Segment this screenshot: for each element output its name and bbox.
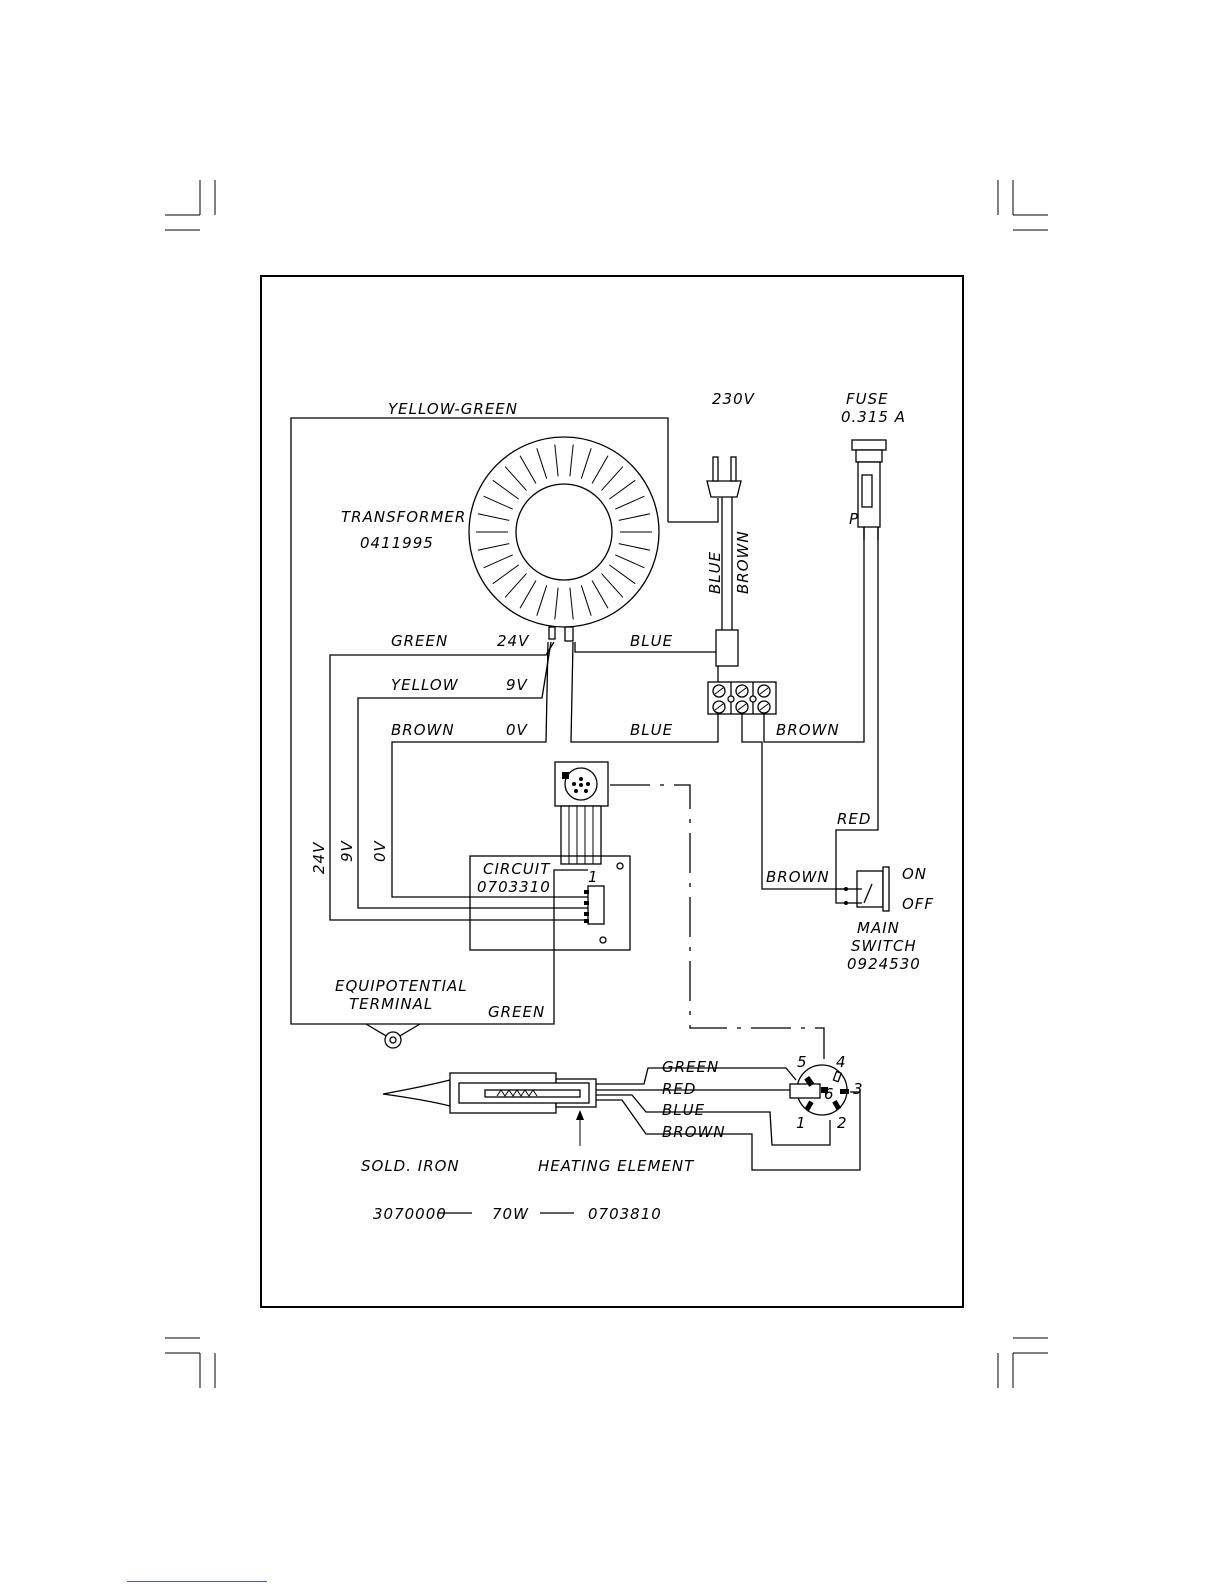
label-fuse-p: P [849, 510, 859, 528]
label-24v: 24V [497, 632, 530, 650]
label-transformer: TRANSFORMER [341, 508, 466, 526]
label-0v: 0V [506, 721, 529, 739]
transformer-symbol [469, 437, 659, 641]
label-plug-blue: BLUE [706, 551, 724, 594]
transformer-winding-spoke [493, 480, 519, 499]
transformer-winding-spoke [615, 496, 644, 509]
transformer-winding-spoke [602, 574, 623, 598]
label-230v: 230V [712, 390, 756, 408]
label-pin-2: 2 [837, 1114, 848, 1132]
label-blue-top: BLUE [630, 632, 673, 650]
label-sold-iron: SOLD. IRON [361, 1157, 460, 1175]
label-plug-brown: BROWN [734, 530, 752, 594]
label-heating-element: HEATING ELEMENT [538, 1157, 695, 1175]
label-pin-6: 6 [824, 1085, 835, 1103]
transformer-winding-spoke [581, 448, 591, 478]
terminal-block-symbol [708, 682, 776, 714]
transformer-winding-spoke [592, 581, 608, 609]
transformer-winding-spoke [520, 456, 536, 484]
label-iron-blue: BLUE [662, 1101, 705, 1119]
label-circuit: CIRCUIT [483, 860, 551, 878]
label-iron-brown: BROWN [662, 1123, 726, 1141]
label-24v-vertical: 24V [310, 841, 328, 874]
transformer-winding-spoke [484, 555, 513, 568]
label-pin-3: 3 [853, 1080, 864, 1098]
din-socket-symbol [555, 762, 608, 864]
transformer-winding-spoke [592, 456, 608, 484]
transformer-winding-spoke [555, 445, 558, 477]
label-code-iron: 3070000 [373, 1205, 447, 1223]
label-switch-code: 0924530 [847, 955, 921, 973]
bottom-link-underline [127, 1581, 267, 1582]
transformer-winding-spoke [520, 581, 536, 609]
transformer-winding-spoke [615, 555, 644, 568]
transformer-winding-spoke [581, 585, 591, 615]
label-terminal: TERMINAL [349, 995, 433, 1013]
label-9v: 9V [506, 676, 529, 694]
label-on: ON [902, 865, 927, 883]
label-yellow-green: YELLOW-GREEN [388, 400, 518, 418]
label-transformer-code: 0411995 [360, 534, 434, 552]
label-green-24v: GREEN [391, 632, 448, 650]
transformer-winding-spoke [478, 544, 509, 551]
transformer-winding-spoke [555, 588, 558, 620]
transformer-winding-spoke [493, 565, 519, 584]
label-fuse: FUSE [846, 390, 889, 408]
diagram-frame [261, 276, 963, 1307]
shield-link [610, 785, 824, 1060]
label-brown-switch: BROWN [766, 868, 830, 886]
label-main: MAIN [857, 919, 900, 937]
label-iron-red: RED [662, 1080, 696, 1098]
label-red: RED [837, 810, 871, 828]
transformer-winding-spoke [602, 467, 623, 491]
transformer-winding-spoke [505, 467, 526, 491]
label-yellow: YELLOW [391, 676, 459, 694]
label-green-equipotential: GREEN [488, 1003, 545, 1021]
transformer-winding-spoke [619, 514, 650, 521]
transformer-winding-spoke [537, 448, 547, 478]
label-blue-mid: BLUE [630, 721, 673, 739]
iron-connector-symbol [790, 1065, 849, 1115]
label-9v-vertical: 9V [338, 839, 356, 862]
label-0v-vertical: 0V [371, 839, 389, 862]
transformer-winding-spoke [537, 585, 547, 615]
label-equipotential: EQUIPOTENTIAL [335, 977, 468, 995]
transformer-winding-spoke [570, 588, 573, 620]
label-iron-green: GREEN [662, 1058, 719, 1076]
label-off: OFF [902, 895, 934, 913]
label-pin-4: 4 [836, 1053, 847, 1071]
soldering-iron-symbol [383, 1073, 596, 1146]
transformer-winding-spoke [609, 565, 635, 584]
label-code-power: 70W [492, 1205, 529, 1223]
label-pin-1: 1 [588, 868, 599, 886]
transformer-winding-spoke [570, 445, 573, 477]
label-code-element: 0703810 [588, 1205, 662, 1223]
label-pin-1-connector: 1 [796, 1114, 807, 1132]
transformer-winding-spoke [484, 496, 513, 509]
transformer-winding-spoke [478, 514, 509, 521]
transformer-winding-spoke [609, 480, 635, 499]
label-brown-0v: BROWN [391, 721, 455, 739]
transformer-winding-spoke [505, 574, 526, 598]
label-fuse-rating: 0.315 A [841, 408, 906, 426]
equipotential-terminal-symbol [366, 1024, 420, 1048]
label-switch: SWITCH [851, 937, 917, 955]
transformer-winding-spoke [619, 544, 650, 551]
label-brown-right: BROWN [776, 721, 840, 739]
label-circuit-code: 0703310 [477, 878, 551, 896]
label-pin-5: 5 [797, 1053, 808, 1071]
